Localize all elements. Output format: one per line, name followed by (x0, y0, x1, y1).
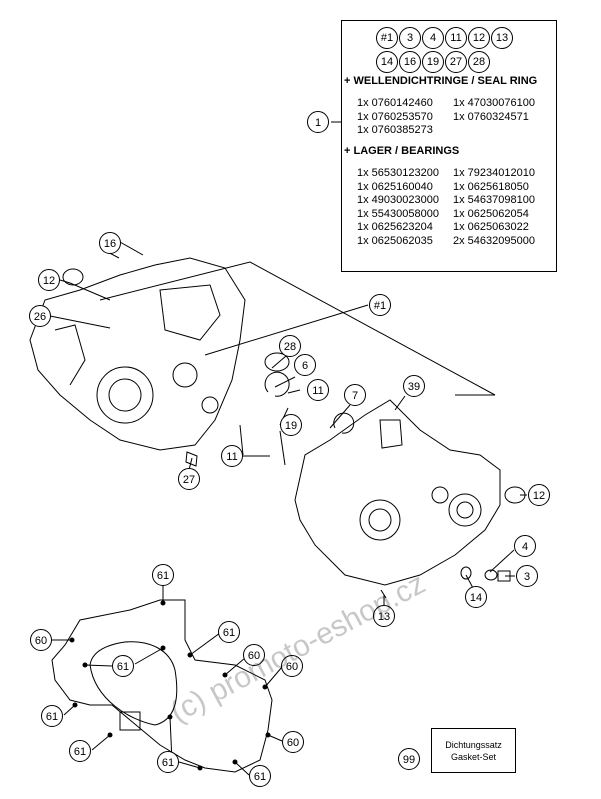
callout: 60 (282, 731, 304, 753)
callout: 60 (281, 655, 303, 677)
crankcase-right (294, 399, 501, 586)
bolt-part (380, 589, 387, 599)
leader-line (279, 430, 286, 466)
callout: 60 (243, 644, 265, 666)
leader-line (465, 574, 474, 589)
crankcase-left (29, 257, 246, 451)
callout: 61 (218, 621, 240, 643)
part-number: 1x 49030023000 (357, 194, 439, 206)
seal-ring-part (504, 486, 526, 504)
callout-badge: 4 (422, 27, 444, 49)
callout: 60 (30, 629, 52, 651)
callout: 4 (514, 535, 536, 557)
callout: 14 (465, 586, 487, 608)
callout: 61 (157, 751, 179, 773)
part-number: 1x 47030076100 (453, 97, 535, 109)
leader-line (271, 355, 287, 369)
callout: 26 (29, 305, 51, 327)
part-number: 1x 55430058000 (357, 207, 439, 220)
seal-ring-part (62, 268, 84, 286)
part-number: 1x 0625062035 (357, 234, 433, 247)
callout: 7 (344, 384, 366, 406)
bearings-title: + LAGER / BEARINGS (344, 145, 460, 157)
callout-badge: 11 (445, 27, 467, 49)
callout-badge: 19 (422, 51, 444, 73)
gasket-set-label-de: Dichtungssatz (445, 740, 502, 750)
callout: 61 (152, 564, 174, 586)
callout: 61 (112, 655, 134, 677)
part-number: 1x 0760142460 (357, 97, 433, 109)
callout: 6 (294, 354, 316, 376)
crankcase-right-bearing-bore (359, 499, 401, 541)
leader-line (59, 279, 111, 301)
leader-line (49, 315, 111, 329)
seal-ring-title: + WELLENDICHTRINGE / SEAL RING (344, 75, 538, 87)
leader-line (274, 376, 296, 388)
callout: 11 (307, 379, 329, 401)
callout-badge: 27 (445, 51, 467, 73)
part-number: 1x 79234012010 (453, 167, 535, 179)
circlip-part (264, 371, 290, 397)
callout: 61 (41, 705, 63, 727)
gasket-set-label-en: Gasket-Set (450, 752, 497, 762)
leader-line (329, 404, 351, 429)
bearing-part (264, 352, 290, 372)
callout: 12 (38, 269, 60, 291)
callout: 3 (516, 565, 538, 587)
callout-badge: 13 (491, 27, 513, 49)
callout: 19 (280, 414, 302, 436)
washer-part (484, 569, 498, 581)
callout: 61 (249, 765, 271, 787)
bearing-parts: 1x 56530123200 1x 79234012010 1x 0625160… (357, 167, 553, 248)
callout: 27 (178, 468, 200, 490)
leader-line (489, 549, 515, 573)
callout-badge: 3 (399, 27, 421, 49)
callout: 39 (403, 375, 425, 397)
leader-line (99, 261, 496, 396)
seal-part (460, 566, 472, 580)
part-number: 1x 0625618050 (453, 180, 529, 193)
part-number: 1x 0625062054 (453, 207, 529, 220)
callout: 11 (221, 445, 243, 467)
callout-badge: #1 (376, 27, 398, 49)
circlip-part (333, 412, 355, 434)
part-number: 1x 0760385273 (357, 124, 433, 136)
callout-badge: 28 (468, 51, 490, 73)
part-number: 2x 54632095000 (453, 234, 535, 247)
part-number: 1x 0625623204 (357, 221, 433, 233)
callout: 13 (373, 605, 395, 627)
part-number: 1x 0625160040 (357, 180, 433, 193)
callout: #1 (369, 294, 391, 316)
leader-line (287, 389, 301, 394)
callout: 16 (99, 232, 121, 254)
callout: 1 (307, 111, 329, 133)
leader-line (394, 395, 406, 411)
callout-badge: 14 (376, 51, 398, 73)
callout: 61 (69, 740, 91, 762)
plug-part (497, 570, 511, 582)
callout: 12 (528, 484, 550, 506)
callout: 28 (279, 335, 301, 357)
gasket-set-box: Dichtungssatz Gasket-Set (431, 728, 516, 773)
part-number: 1x 0760253570 (357, 110, 433, 123)
leader-line (204, 304, 369, 356)
pin-part (185, 451, 198, 467)
crankcase-gasket (51, 599, 273, 773)
callout: 99 (398, 748, 420, 770)
part-number: 1x 54637098100 (453, 194, 535, 206)
callout-badge: 16 (399, 51, 421, 73)
seal-ring-parts: 1x 0760142460 1x 47030076100 1x 07602535… (357, 97, 553, 138)
part-number: 1x 0760324571 (453, 110, 529, 123)
part-number: 1x 56530123200 (357, 167, 439, 179)
callout-badge: 12 (468, 27, 490, 49)
leader-line (239, 424, 244, 456)
crankcase-left-bearing-bore (96, 366, 154, 424)
leader-line (119, 241, 144, 256)
part-number (453, 124, 553, 138)
part-number: 1x 0625063022 (453, 221, 529, 233)
